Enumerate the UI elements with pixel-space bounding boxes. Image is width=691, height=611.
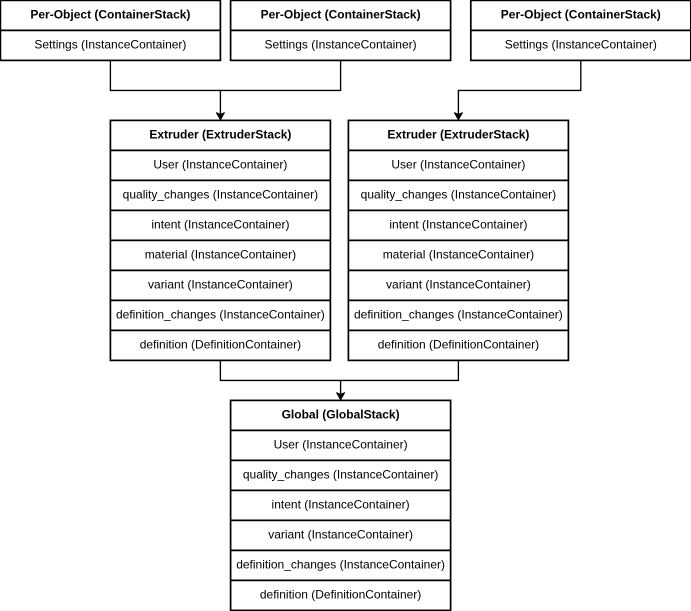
svg-text:Settings (InstanceContainer): Settings (InstanceContainer) <box>505 37 657 51</box>
svg-text:variant (InstanceContainer): variant (InstanceContainer) <box>268 527 413 541</box>
svg-text:material (InstanceContainer): material (InstanceContainer) <box>145 247 296 261</box>
svg-text:Global (GlobalStack): Global (GlobalStack) <box>282 407 400 421</box>
svg-text:Per-Object (ContainerStack): Per-Object (ContainerStack) <box>30 7 190 21</box>
svg-text:intent (InstanceContainer): intent (InstanceContainer) <box>389 217 527 231</box>
svg-text:material (InstanceContainer): material (InstanceContainer) <box>383 247 534 261</box>
svg-text:definition_changes (InstanceCo: definition_changes (InstanceContainer) <box>116 307 325 321</box>
svg-text:quality_changes (InstanceConta: quality_changes (InstanceContainer) <box>361 187 556 201</box>
svg-text:Settings (InstanceContainer): Settings (InstanceContainer) <box>34 37 186 51</box>
svg-text:Extruder (ExtruderStack): Extruder (ExtruderStack) <box>149 127 291 141</box>
svg-text:Per-Object (ContainerStack): Per-Object (ContainerStack) <box>501 7 661 21</box>
svg-text:quality_changes (InstanceConta: quality_changes (InstanceContainer) <box>123 187 318 201</box>
svg-text:Per-Object (ContainerStack): Per-Object (ContainerStack) <box>261 7 421 21</box>
svg-text:variant (InstanceContainer): variant (InstanceContainer) <box>386 277 531 291</box>
svg-text:variant (InstanceContainer): variant (InstanceContainer) <box>148 277 293 291</box>
svg-text:definition (DefinitionContaine: definition (DefinitionContainer) <box>378 337 539 351</box>
svg-text:definition (DefinitionContaine: definition (DefinitionContainer) <box>140 337 301 351</box>
svg-text:definition (DefinitionContaine: definition (DefinitionContainer) <box>260 587 421 601</box>
svg-text:definition_changes (InstanceCo: definition_changes (InstanceContainer) <box>354 307 563 321</box>
svg-text:Settings (InstanceContainer): Settings (InstanceContainer) <box>265 37 417 51</box>
svg-text:User (InstanceContainer): User (InstanceContainer) <box>274 437 408 451</box>
svg-text:User (InstanceContainer): User (InstanceContainer) <box>153 157 287 171</box>
svg-text:User (InstanceContainer): User (InstanceContainer) <box>391 157 525 171</box>
svg-text:intent (InstanceContainer): intent (InstanceContainer) <box>151 217 289 231</box>
svg-text:quality_changes (InstanceConta: quality_changes (InstanceContainer) <box>243 467 438 481</box>
svg-text:Extruder (ExtruderStack): Extruder (ExtruderStack) <box>387 127 529 141</box>
svg-text:definition_changes (InstanceCo: definition_changes (InstanceContainer) <box>236 557 445 571</box>
svg-text:intent (InstanceContainer): intent (InstanceContainer) <box>272 497 410 511</box>
